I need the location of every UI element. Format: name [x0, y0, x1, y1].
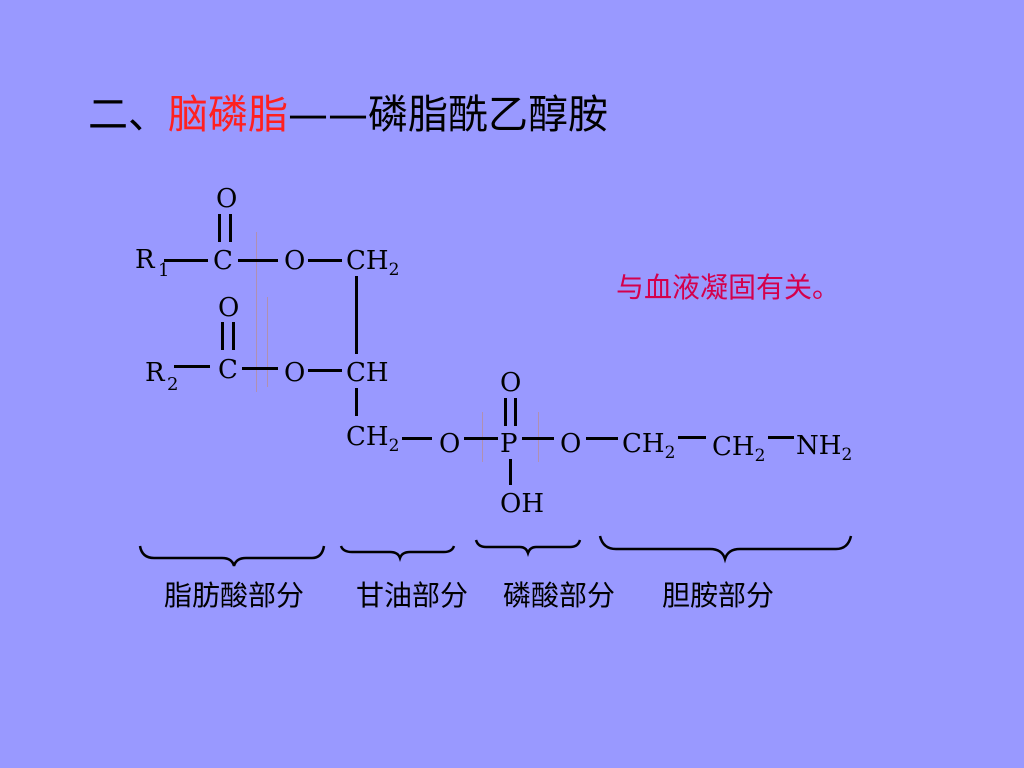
- single-bond: [586, 437, 618, 440]
- title-dash: ——: [288, 92, 368, 138]
- single-bond: [522, 437, 554, 440]
- atom-ch-middle: CH: [346, 358, 389, 388]
- single-bond: [308, 259, 342, 262]
- double-bond: [221, 322, 224, 350]
- note-text: 与血液凝固有关。: [616, 271, 841, 304]
- atom-phosphate-oxygen-1: O: [439, 429, 461, 459]
- single-bond: [509, 459, 512, 485]
- single-bond: [768, 436, 794, 439]
- single-bond: [355, 276, 358, 354]
- atom-phosphoryl-oxygen: O: [500, 368, 522, 398]
- atom-carbon-2: C: [218, 355, 238, 385]
- atom-r1: R: [135, 245, 155, 275]
- atom-r1-subscript: 1: [158, 260, 170, 281]
- atom-amino: NH2: [796, 431, 853, 465]
- part-label-ethanolamine: 胆胺部分: [662, 579, 775, 612]
- single-bond: [238, 259, 278, 262]
- double-bond: [229, 214, 232, 242]
- atom-phosphorus: P: [500, 429, 518, 459]
- single-bond: [174, 365, 210, 368]
- atom-phosphate-oxygen-2: O: [560, 429, 582, 459]
- title-prefix: 二、: [88, 92, 168, 138]
- atom-r2-subscript: 2: [167, 374, 179, 395]
- single-bond: [402, 437, 432, 440]
- part-label-fatty-acid: 脂肪酸部分: [164, 579, 305, 612]
- single-bond: [355, 388, 358, 416]
- brace-glycerol: [339, 545, 456, 562]
- single-bond: [242, 367, 278, 370]
- double-bond: [232, 322, 235, 350]
- single-bond: [678, 436, 706, 439]
- atom-ch2-top: CH2: [346, 246, 400, 280]
- brace-fatty-acid: [138, 545, 326, 567]
- atom-carbonyl-oxygen-2: O: [218, 293, 240, 323]
- atom-ester-oxygen-2: O: [284, 358, 306, 388]
- atom-ch2-ethanolamine-1: CH2: [622, 429, 676, 463]
- slide-title: 二、脑磷脂——磷脂酰乙醇胺: [88, 82, 608, 140]
- single-bond: [164, 259, 208, 262]
- atom-carbonyl-oxygen-1: O: [216, 184, 238, 214]
- brace-phosphate: [474, 539, 582, 557]
- atom-hydroxyl: OH: [500, 489, 544, 519]
- double-bond: [504, 398, 507, 426]
- atom-ch2-ethanolamine-2: CH2: [712, 432, 766, 466]
- double-bond: [218, 214, 221, 242]
- single-bond: [308, 369, 342, 372]
- atom-ester-oxygen-1: O: [284, 246, 306, 276]
- title-rest: 磷脂酰乙醇胺: [368, 92, 608, 138]
- title-highlight: 脑磷脂: [168, 92, 288, 138]
- separator-line: [267, 297, 268, 387]
- single-bond: [464, 437, 498, 440]
- part-label-glycerol: 甘油部分: [356, 579, 469, 612]
- atom-r2: R: [145, 358, 165, 388]
- double-bond: [514, 398, 517, 426]
- separator-line: [256, 232, 257, 392]
- atom-carbon-1: C: [213, 246, 233, 276]
- atom-ch2-bottom: CH2: [346, 422, 400, 456]
- brace-ethanolamine: [598, 535, 853, 564]
- part-label-phosphate: 磷酸部分: [503, 579, 616, 612]
